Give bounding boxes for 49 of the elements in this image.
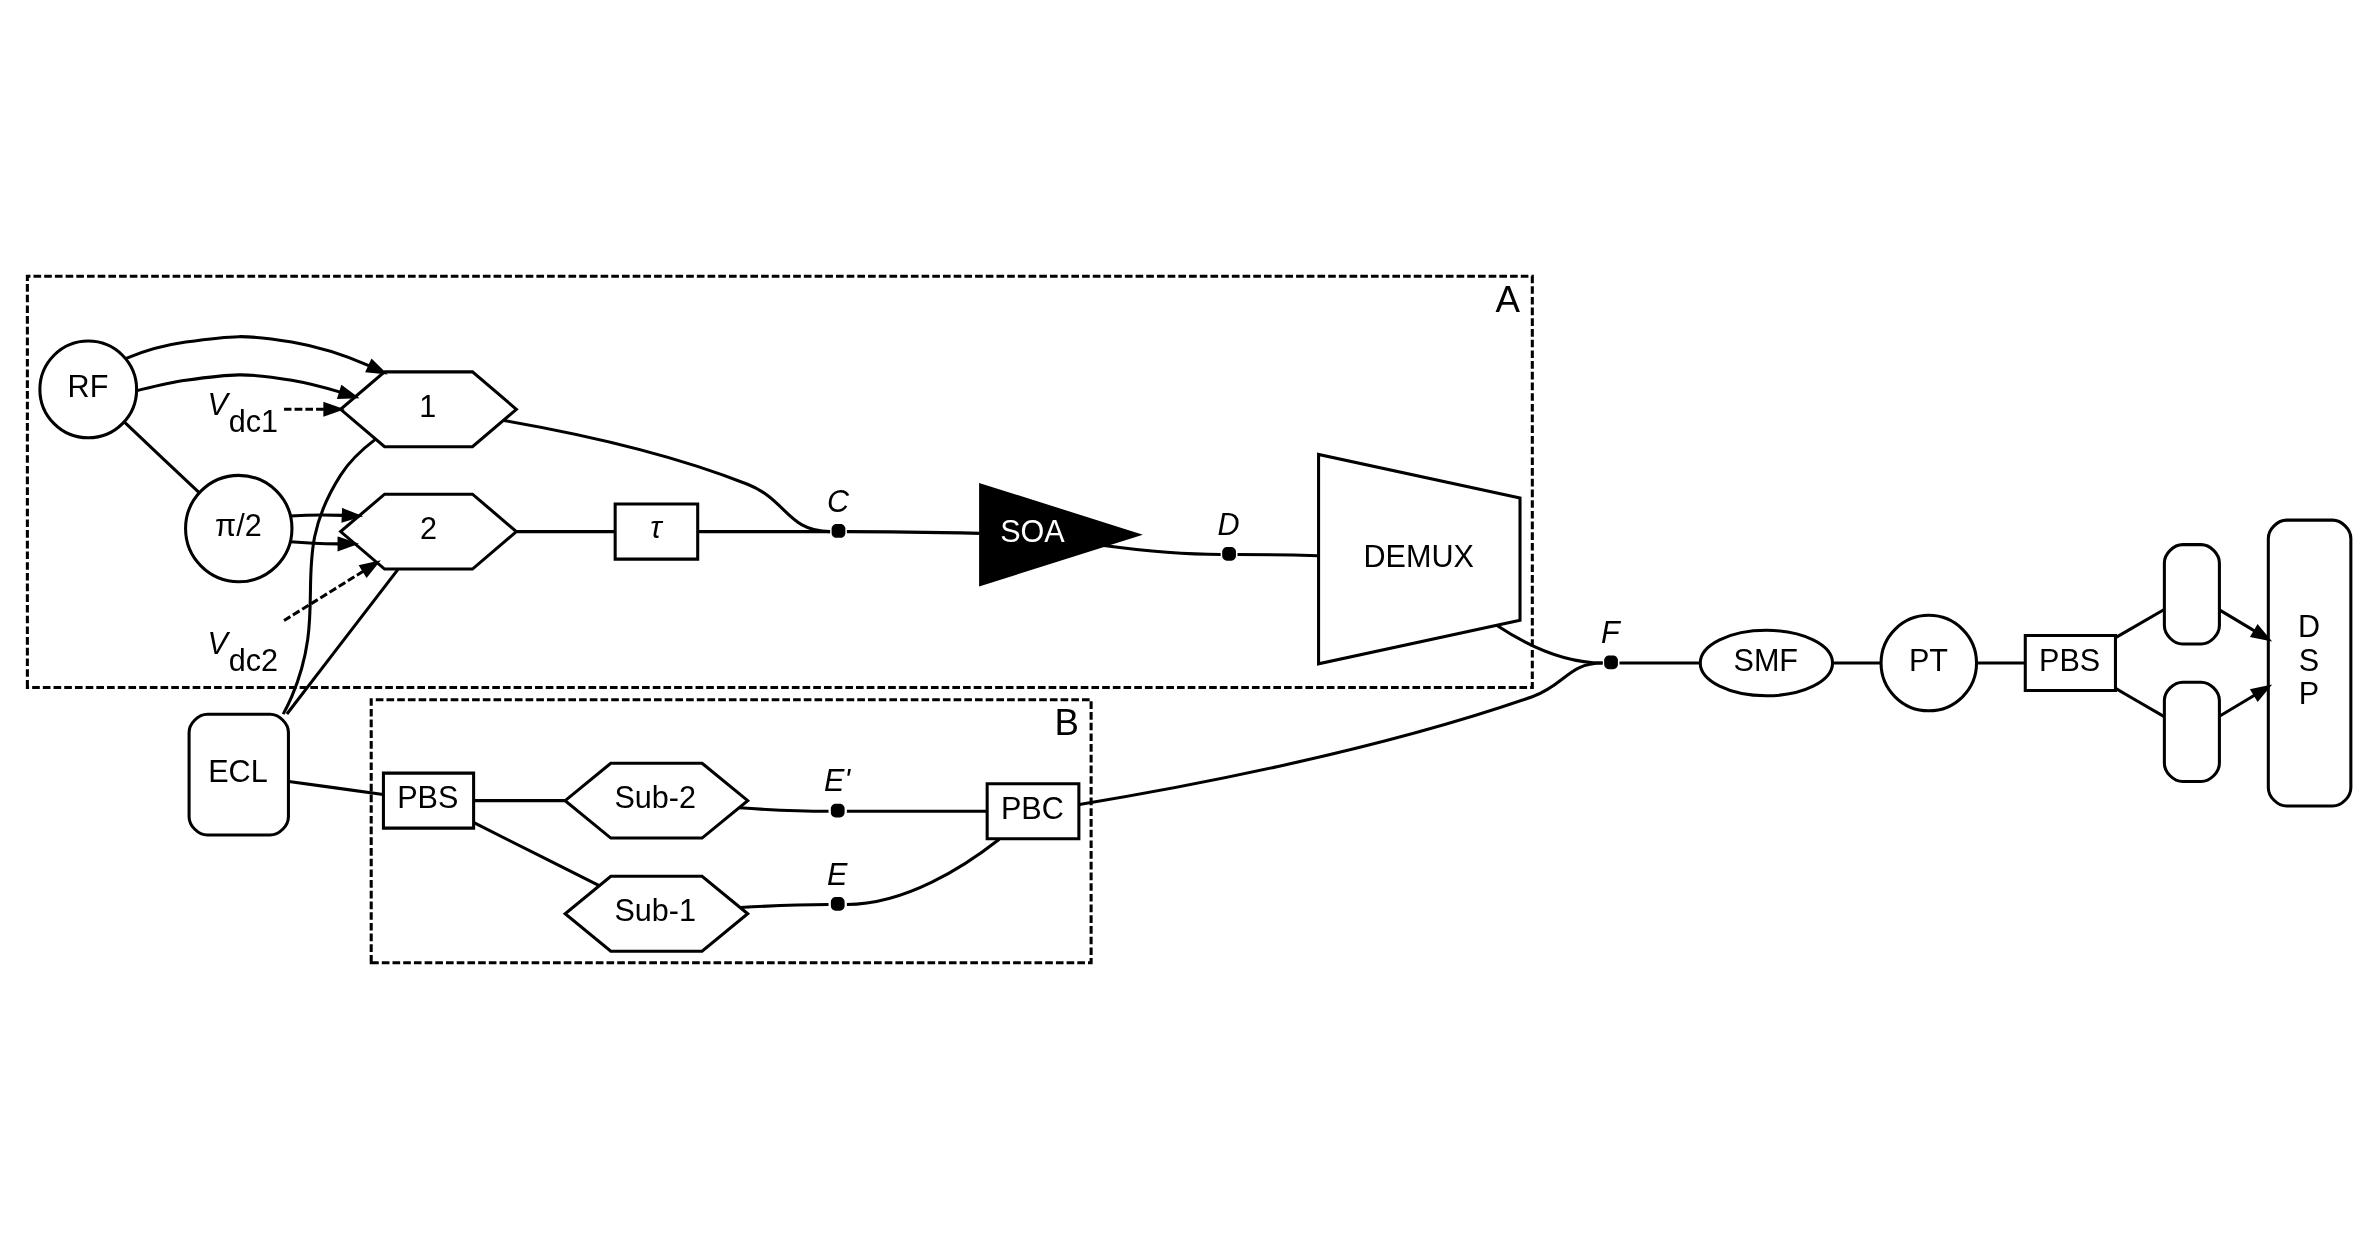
connector <box>503 418 831 534</box>
arrow <box>284 401 345 417</box>
connector <box>846 809 987 813</box>
connector <box>846 838 1001 907</box>
connector <box>738 806 829 813</box>
node-box <box>2162 680 2221 784</box>
node-label: E' <box>823 763 851 798</box>
connector <box>1237 553 1319 558</box>
node-box: D S P <box>2266 518 2353 808</box>
connector <box>698 530 831 534</box>
connector <box>740 903 829 910</box>
connector <box>473 799 566 803</box>
node-box: PBS <box>381 771 476 830</box>
node-box <box>2162 543 2221 646</box>
node-circle: PT <box>1879 613 1979 713</box>
connector <box>1079 661 1603 806</box>
arrow <box>2218 684 2273 718</box>
node-box: τ <box>613 502 700 561</box>
connector <box>2115 608 2165 639</box>
arrow <box>290 507 364 523</box>
node-label: F <box>1601 615 1620 650</box>
connector <box>473 821 600 888</box>
arrow <box>283 560 381 622</box>
connector <box>1103 544 1221 557</box>
connector <box>846 530 981 535</box>
arrow <box>136 373 360 399</box>
arrow <box>125 335 388 375</box>
connector <box>1496 624 1603 665</box>
node-box: DEMUX <box>1317 452 1522 666</box>
node-box: PBS <box>2023 634 2117 693</box>
connector <box>1832 661 1882 665</box>
node-circle: RF <box>38 339 139 440</box>
connector <box>517 530 616 534</box>
connector <box>285 568 399 715</box>
connector <box>288 779 384 797</box>
connector <box>2115 687 2165 718</box>
node-box: ECL <box>187 712 290 837</box>
node-label: D <box>1217 506 1240 541</box>
connector <box>1976 661 2026 665</box>
node-circle: π/2 <box>184 473 294 584</box>
connector <box>1619 661 1701 665</box>
arrow <box>290 536 359 552</box>
node-label: E <box>827 856 848 891</box>
arrow <box>2218 608 2273 642</box>
connector <box>123 421 201 495</box>
node-label: C <box>827 483 850 518</box>
node-box: PBC <box>985 782 1081 841</box>
node-ellipse: SMF <box>1698 628 1835 698</box>
connector <box>281 438 377 715</box>
